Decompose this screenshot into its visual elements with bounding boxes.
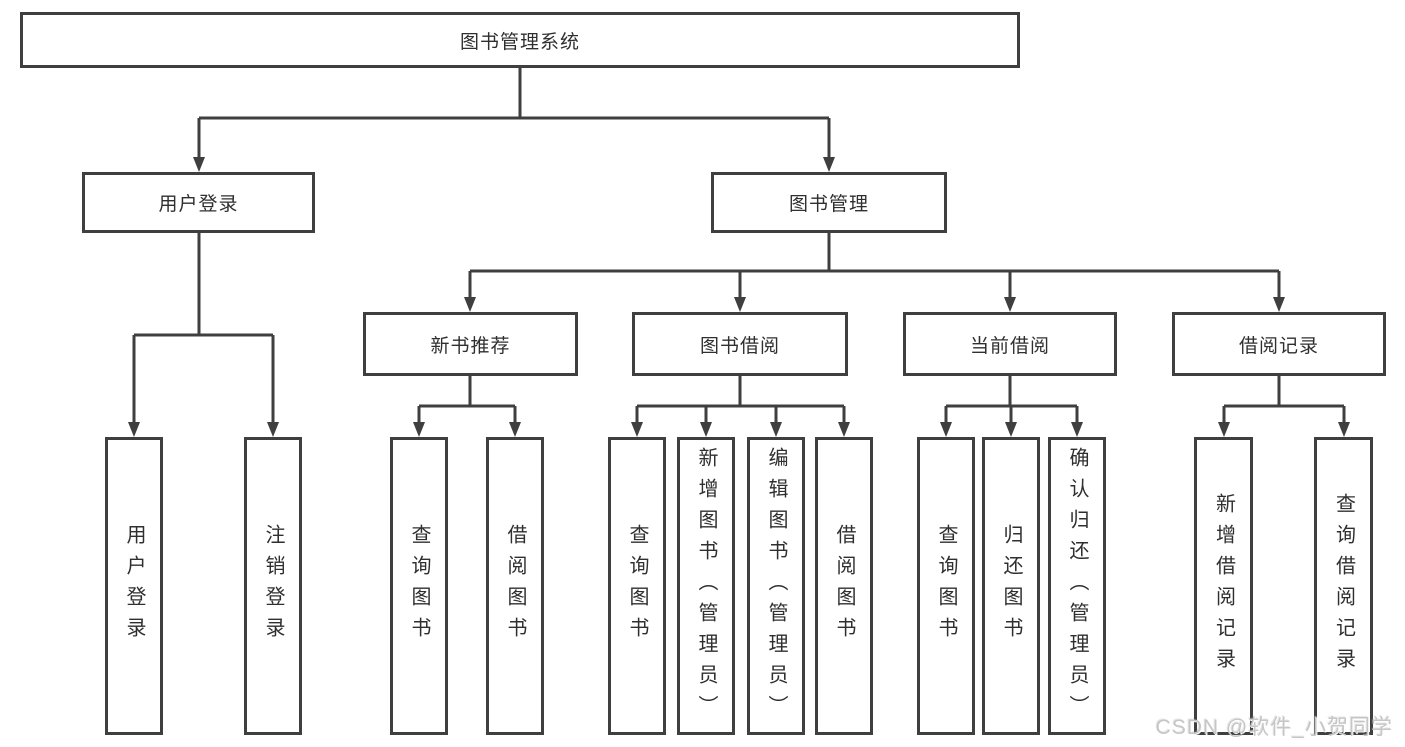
node-label: 用户登录 [158,194,239,215]
node-book-borrowing: 图书借阅 [632,312,848,376]
leaf-borrow-books: 借阅图书 [815,437,873,735]
node-book-management: 图书管理 [711,172,947,233]
node-label: 注销登录 [262,524,284,648]
node-user-login: 用户登录 [82,172,315,233]
node-label: 查询图书 [935,524,957,648]
node-label: 新增图书（管理员） [695,446,717,726]
node-label: 新增借阅记录 [1212,493,1235,679]
leaf-add-books-admin: 新增图书（管理员） [677,437,735,735]
node-new-book-recommend: 新书推荐 [363,312,578,376]
node-label: 图书管理 [788,194,869,215]
node-current-borrowing: 当前借阅 [903,312,1117,376]
node-label: 借阅图书 [833,524,855,648]
node-label: 借阅图书 [504,524,526,648]
node-label: 确认归还（管理员） [1066,446,1088,726]
node-label: 用户登录 [123,524,145,648]
node-label: 新书推荐 [430,335,511,357]
node-label: 图书借阅 [699,335,780,357]
leaf-logout: 注销登录 [244,437,302,735]
node-label: 图书管理系统 [459,31,580,53]
node-label: 当前借阅 [969,335,1050,357]
leaf-add-borrow-record: 新增借阅记录 [1194,437,1253,735]
leaf-query-borrow-record: 查询借阅记录 [1314,437,1373,735]
leaf-query-books-borrowing: 查询图书 [608,437,666,735]
node-label: 归还图书 [1000,524,1022,648]
node-borrowing-records: 借阅记录 [1172,312,1386,376]
leaf-confirm-return-admin: 确认归还（管理员） [1048,437,1106,735]
leaf-borrow-books-recommend: 借阅图书 [486,437,544,735]
leaf-query-books-recommend: 查询图书 [390,437,448,735]
node-label: 查询图书 [626,524,648,648]
leaf-edit-books-admin: 编辑图书（管理员） [747,437,805,735]
leaf-user-login: 用户登录 [105,437,163,735]
leaf-return-books: 归还图书 [982,437,1040,735]
leaf-query-books-current: 查询图书 [917,437,975,735]
node-label: 编辑图书（管理员） [765,446,787,726]
node-label: 查询图书 [408,524,430,648]
node-label: 借阅记录 [1238,335,1319,357]
node-root-library-system: 图书管理系统 [20,12,1020,68]
node-label: 查询借阅记录 [1332,493,1355,679]
